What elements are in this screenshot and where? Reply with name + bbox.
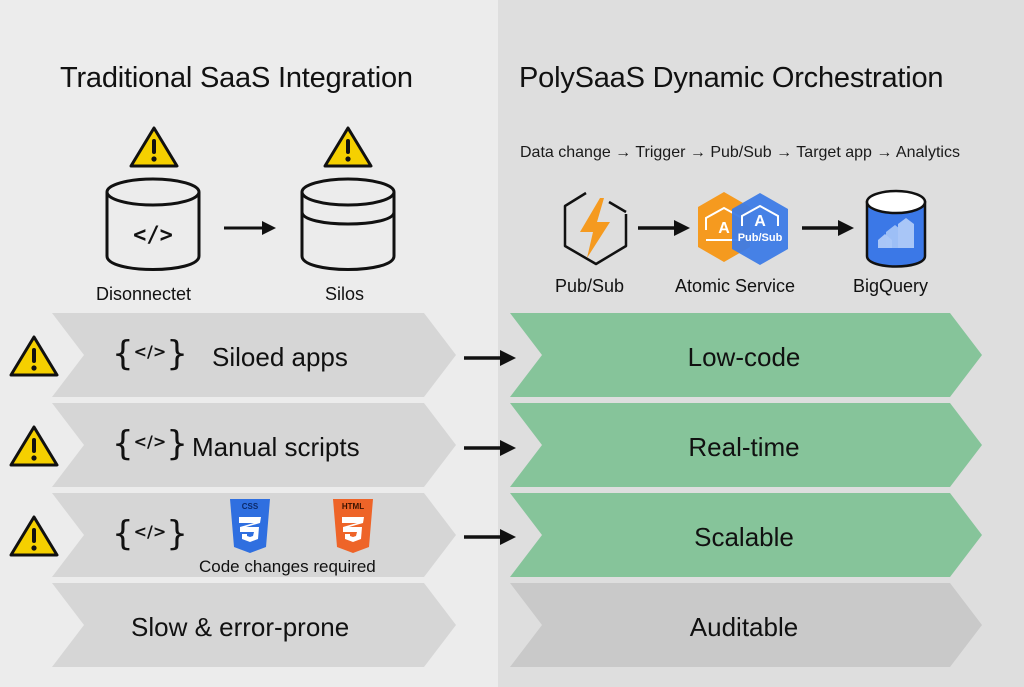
- left-chevron-row: [52, 403, 456, 487]
- bigquery-database-icon: [865, 189, 927, 268]
- arrow-right-icon: [802, 220, 854, 236]
- right-chevron-row: [510, 313, 982, 397]
- atomic-service-hexagons-icon: A A Pub/Sub: [698, 192, 788, 265]
- css3-icon: CSS: [230, 499, 270, 553]
- svg-text:CSS: CSS: [242, 502, 259, 511]
- arrow-right-icon: [464, 440, 516, 456]
- code-brackets-icon: {</>}: [112, 424, 188, 464]
- right-chevron-row: [510, 583, 982, 667]
- row-label-manual-scripts: Manual scripts: [192, 432, 360, 462]
- flow-description: Data change → Trigger → Pub/Sub → Target…: [520, 144, 960, 161]
- left-chevron-row: [52, 583, 456, 667]
- right-chevron-row: [510, 403, 982, 487]
- warning-icon: [9, 515, 59, 557]
- arrow-right-icon: [464, 529, 516, 545]
- code-brackets-icon: {</>}: [112, 514, 188, 554]
- db1-label: Disonnectet: [96, 284, 192, 304]
- node-label-bigquery: BigQuery: [853, 276, 929, 296]
- warning-icon: [9, 335, 59, 377]
- db2-label: Silos: [325, 284, 365, 304]
- left-title: Traditional SaaS Integration: [60, 62, 413, 94]
- left-chevron-row: [52, 313, 456, 397]
- row-label-real-time: Real-time: [688, 432, 800, 462]
- row-label-siloed-apps: Siloed apps: [212, 342, 348, 372]
- lightning-hexagon-icon: [563, 191, 628, 266]
- database-silo-icon: [300, 177, 396, 271]
- svg-text:A: A: [718, 220, 730, 237]
- arrow-right-icon: [638, 220, 690, 236]
- node-label-pubsub: Pub/Sub: [555, 276, 625, 296]
- warning-icon: [9, 425, 59, 467]
- row-label-code-changes: Code changes required: [199, 557, 376, 576]
- right-chevron-row: [510, 493, 982, 577]
- right-title: PolySaaS Dynamic Orchestration: [519, 62, 944, 94]
- svg-text:HTML: HTML: [342, 502, 364, 511]
- row-label-auditable: Auditable: [689, 612, 799, 642]
- warning-icon: [323, 126, 373, 168]
- code-glyph: </>: [133, 223, 173, 248]
- database-code-icon: </>: [105, 177, 201, 271]
- svg-text:Pub/Sub: Pub/Sub: [738, 232, 783, 244]
- svg-text:A: A: [754, 213, 766, 230]
- row-label-scalable: Scalable: [694, 522, 794, 552]
- warning-icon: [129, 126, 179, 168]
- arrow-right-icon: [224, 221, 276, 235]
- html5-icon: HTML: [333, 499, 373, 553]
- row-label-slow-error-prone: Slow & error-prone: [131, 612, 350, 642]
- node-label-atomic-service: Atomic Service: [675, 276, 796, 296]
- code-brackets-icon: {</>}: [112, 334, 188, 374]
- row-label-low-code: Low-code: [687, 342, 801, 372]
- arrow-right-icon: [464, 350, 516, 366]
